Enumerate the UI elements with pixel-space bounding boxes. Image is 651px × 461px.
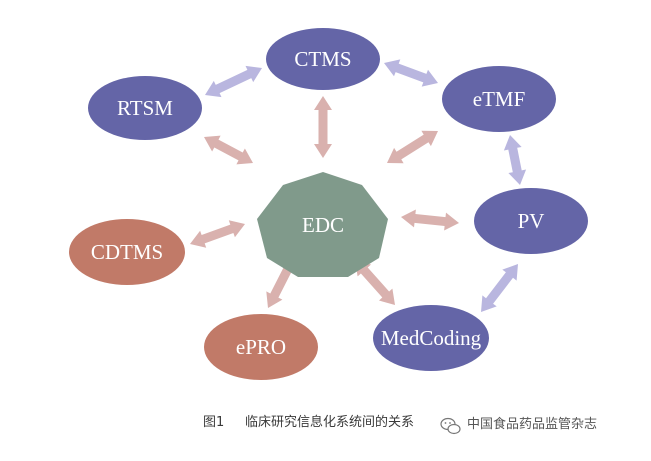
node-epro: ePRO bbox=[204, 314, 318, 380]
figure-caption: 图1 临床研究信息化系统间的关系 bbox=[203, 414, 414, 430]
arrow-rtsm-edc bbox=[204, 135, 253, 165]
epro-ellipse bbox=[204, 314, 318, 380]
arrow-etmf-edc bbox=[387, 130, 438, 164]
ctms-label: CTMS bbox=[294, 47, 351, 71]
arrow-edc-pv bbox=[401, 209, 459, 231]
node-edc: EDC bbox=[257, 172, 388, 277]
arrow-pv-medcoding bbox=[481, 264, 518, 312]
node-rtsm: RTSM bbox=[88, 76, 202, 140]
etmf-ellipse bbox=[442, 66, 556, 132]
arrow-etmf-pv bbox=[503, 135, 527, 185]
node-pv: PV bbox=[474, 188, 588, 254]
wechat-icon bbox=[440, 417, 461, 435]
pv-ellipse bbox=[474, 188, 588, 254]
rtsm-label: RTSM bbox=[117, 96, 173, 120]
medcoding-label: MedCoding bbox=[381, 326, 482, 350]
caption-title: 临床研究信息化系统间的关系 bbox=[245, 414, 414, 430]
node-cdtms: CDTMS bbox=[69, 219, 185, 285]
arrow-ctms-etmf bbox=[384, 59, 438, 87]
caption-number: 图1 bbox=[203, 415, 224, 430]
rtsm-ellipse bbox=[88, 76, 202, 140]
node-medcoding: MedCoding bbox=[373, 305, 489, 371]
medcoding-ellipse bbox=[373, 305, 489, 371]
pv-label: PV bbox=[518, 209, 545, 233]
arrow-medcoding-edc bbox=[355, 260, 395, 305]
edc-label: EDC bbox=[302, 213, 344, 237]
arrow-rtsm-ctms bbox=[205, 65, 262, 98]
node-ctms: CTMS bbox=[266, 28, 380, 90]
edc-heptagon bbox=[257, 172, 388, 277]
cdtms-label: CDTMS bbox=[91, 240, 163, 264]
arrow-ctms-edc bbox=[314, 96, 332, 158]
cdtms-ellipse bbox=[69, 219, 185, 285]
watermark: 中国食品药品监管杂志 bbox=[440, 416, 597, 435]
epro-label: ePRO bbox=[236, 335, 286, 359]
etmf-label: eTMF bbox=[473, 87, 526, 111]
ctms-ellipse bbox=[266, 28, 380, 90]
node-etmf: eTMF bbox=[442, 66, 556, 132]
arrow-cdtms-edc bbox=[190, 220, 245, 248]
watermark-text: 中国食品药品监管杂志 bbox=[467, 416, 597, 432]
